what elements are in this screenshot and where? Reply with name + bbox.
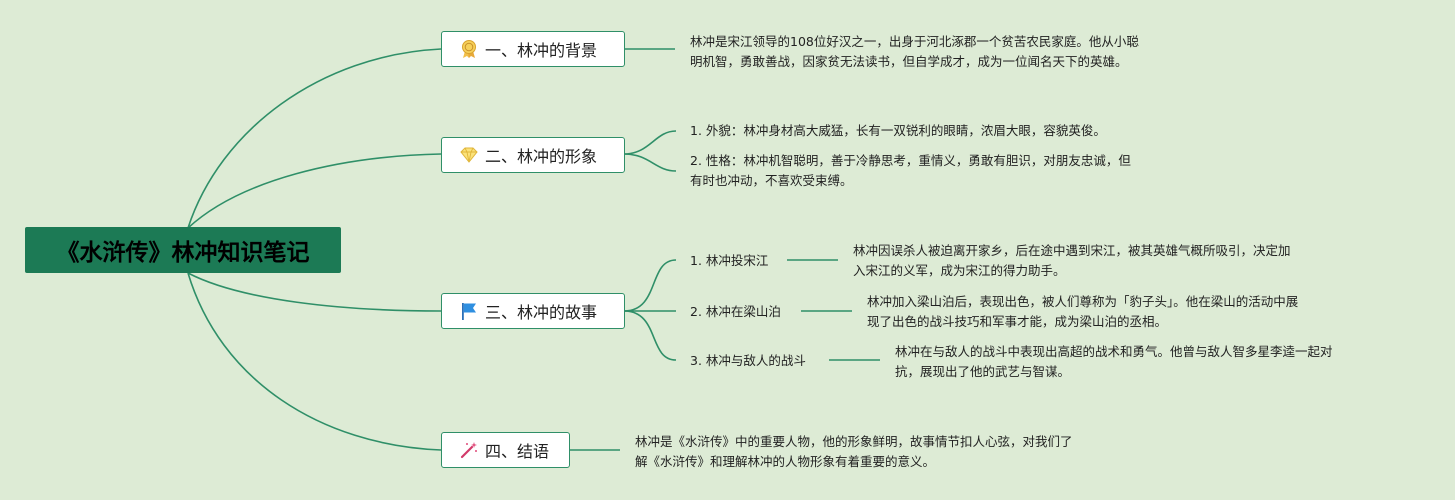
root-topic[interactable]: 《水浒传》林冲知识笔记 <box>25 227 341 273</box>
connector-branch-2-item-1 <box>623 130 677 155</box>
story-item-1-label: 1. 林冲投宋江 <box>690 253 769 268</box>
connector-root-branch-2 <box>187 153 442 229</box>
branch-background-label: 一、林冲的背景 <box>485 41 598 60</box>
connector-branch-2-item-2 <box>623 153 677 172</box>
image-item-appearance: 1. 外貌：林冲身材高大威猛，长有一双锐利的眼睛，浓眉大眼，容貌英俊。 <box>690 123 1106 138</box>
connector-root-branch-4 <box>187 272 442 451</box>
branch-conclusion[interactable]: 四、结语 <box>441 432 570 468</box>
story-item-3-label: 3. 林冲与敌人的战斗 <box>690 353 806 368</box>
story-item-1-note: 林冲因误杀人被迫离开家乡，后在途中遇到宋江，被其英雄气概所吸引，决定加 入宋江的… <box>853 243 1291 278</box>
connector-branch-3-item-3 <box>623 310 677 361</box>
diamond-icon <box>458 144 480 166</box>
conclusion-note: 林冲是《水浒传》中的重要人物，他的形象鲜明，故事情节扣人心弦，对我们了 解《水浒… <box>635 434 1073 469</box>
branch-image[interactable]: 二、林冲的形象 <box>441 137 625 173</box>
connector-branch-3-item-1 <box>623 259 677 312</box>
connector-root-branch-1 <box>187 48 442 229</box>
flag-icon <box>458 300 480 322</box>
story-item-2-label: 2. 林冲在梁山泊 <box>690 304 781 319</box>
branch-stories-label: 三、林冲的故事 <box>485 303 598 322</box>
story-item-3-note: 林冲在与敌人的战斗中表现出高超的战术和勇气。他曾与敌人智多星李逵一起对 抗，展现… <box>895 344 1333 379</box>
background-note: 林冲是宋江领导的108位好汉之一，出身于河北涿郡一个贫苦农民家庭。他从小聪 明机… <box>690 34 1139 69</box>
branch-image-label: 二、林冲的形象 <box>485 147 598 166</box>
branch-conclusion-label: 四、结语 <box>485 442 550 461</box>
branch-stories[interactable]: 三、林冲的故事 <box>441 293 625 329</box>
image-item-personality: 2. 性格：林冲机智聪明，善于冷静思考，重情义，勇敢有胆识，对朋友忠诚，但 有时… <box>690 153 1131 188</box>
magic-wand-icon <box>458 439 480 461</box>
branch-background[interactable]: 一、林冲的背景 <box>441 31 625 67</box>
root-title: 《水浒传》林冲知识笔记 <box>56 240 310 266</box>
story-item-2-note: 林冲加入梁山泊后，表现出色，被人们尊称为「豹子头」。他在梁山的活动中展 现了出色… <box>867 294 1299 329</box>
award-ribbon-icon <box>458 38 480 60</box>
connector-root-branch-3 <box>187 272 442 312</box>
